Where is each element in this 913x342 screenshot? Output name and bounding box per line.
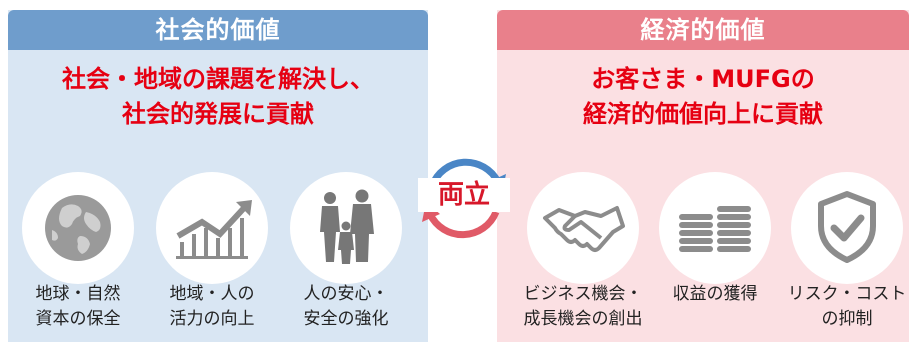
economic-headline-line-2: 経済的価値向上に貢献 xyxy=(583,100,823,128)
shield-check-icon xyxy=(818,191,876,263)
handshake-circle xyxy=(527,172,639,284)
coexist-label: 両立 xyxy=(418,178,510,212)
handshake-icon xyxy=(543,206,625,252)
social-headline-line-2: 社会的発展に貢献 xyxy=(122,100,314,128)
caption-line: 地域・人の xyxy=(169,284,255,304)
globe-icon xyxy=(45,195,111,261)
coins-circle xyxy=(659,172,771,284)
economic-headline-line-1: お客さま・MUFGの xyxy=(591,65,815,93)
caption-line: 人の安心・ xyxy=(303,284,389,304)
caption-region-people: 地域・人の 活力の向上 xyxy=(142,282,282,332)
social-headline-line-1: 社会・地域の課題を解決し、 xyxy=(62,65,374,93)
family-icon xyxy=(320,189,374,264)
caption-safety: 人の安心・ 安全の強化 xyxy=(276,282,416,332)
social-value-headline: 社会・地域の課題を解決し、 社会的発展に貢献 xyxy=(8,62,428,132)
caption-line: 活力の向上 xyxy=(169,309,255,329)
social-value-panel: 社会的価値 社会・地域の課題を解決し、 社会的発展に貢献 地球・自然 資本の保全 xyxy=(8,10,428,342)
caption-line: 成長機会の創出 xyxy=(523,309,643,329)
social-value-header: 社会的価値 xyxy=(8,10,428,50)
caption-line: ビジネス機会・ xyxy=(523,284,643,304)
family-circle xyxy=(290,172,402,284)
caption-profit: 収益の獲得 xyxy=(645,282,785,307)
economic-value-header: 経済的価値 xyxy=(497,10,909,50)
caption-business-opportunity: ビジネス機会・ 成長機会の創出 xyxy=(513,282,653,332)
economic-value-headline: お客さま・MUFGの 経済的価値向上に貢献 xyxy=(497,62,909,132)
caption-risk-cost: リスク・コスト の抑制 xyxy=(777,282,913,332)
economic-value-panel: 経済的価値 お客さま・MUFGの 経済的価値向上に貢献 ビジネス機会・ 成長機会… xyxy=(497,10,909,342)
caption-line: 地球・自然 xyxy=(35,284,121,304)
caption-line: 収益の獲得 xyxy=(672,284,758,304)
caption-earth-nature: 地球・自然 資本の保全 xyxy=(8,282,148,332)
shield-circle xyxy=(791,172,903,284)
coins-icon xyxy=(679,206,751,252)
growth-chart-icon xyxy=(176,200,252,259)
caption-line: 安全の強化 xyxy=(303,309,389,329)
caption-line: の抑制 xyxy=(821,309,873,329)
globe-circle xyxy=(22,172,134,284)
caption-line: 資本の保全 xyxy=(35,309,121,329)
caption-line: リスク・コスト xyxy=(787,284,907,304)
growth-circle xyxy=(156,172,268,284)
